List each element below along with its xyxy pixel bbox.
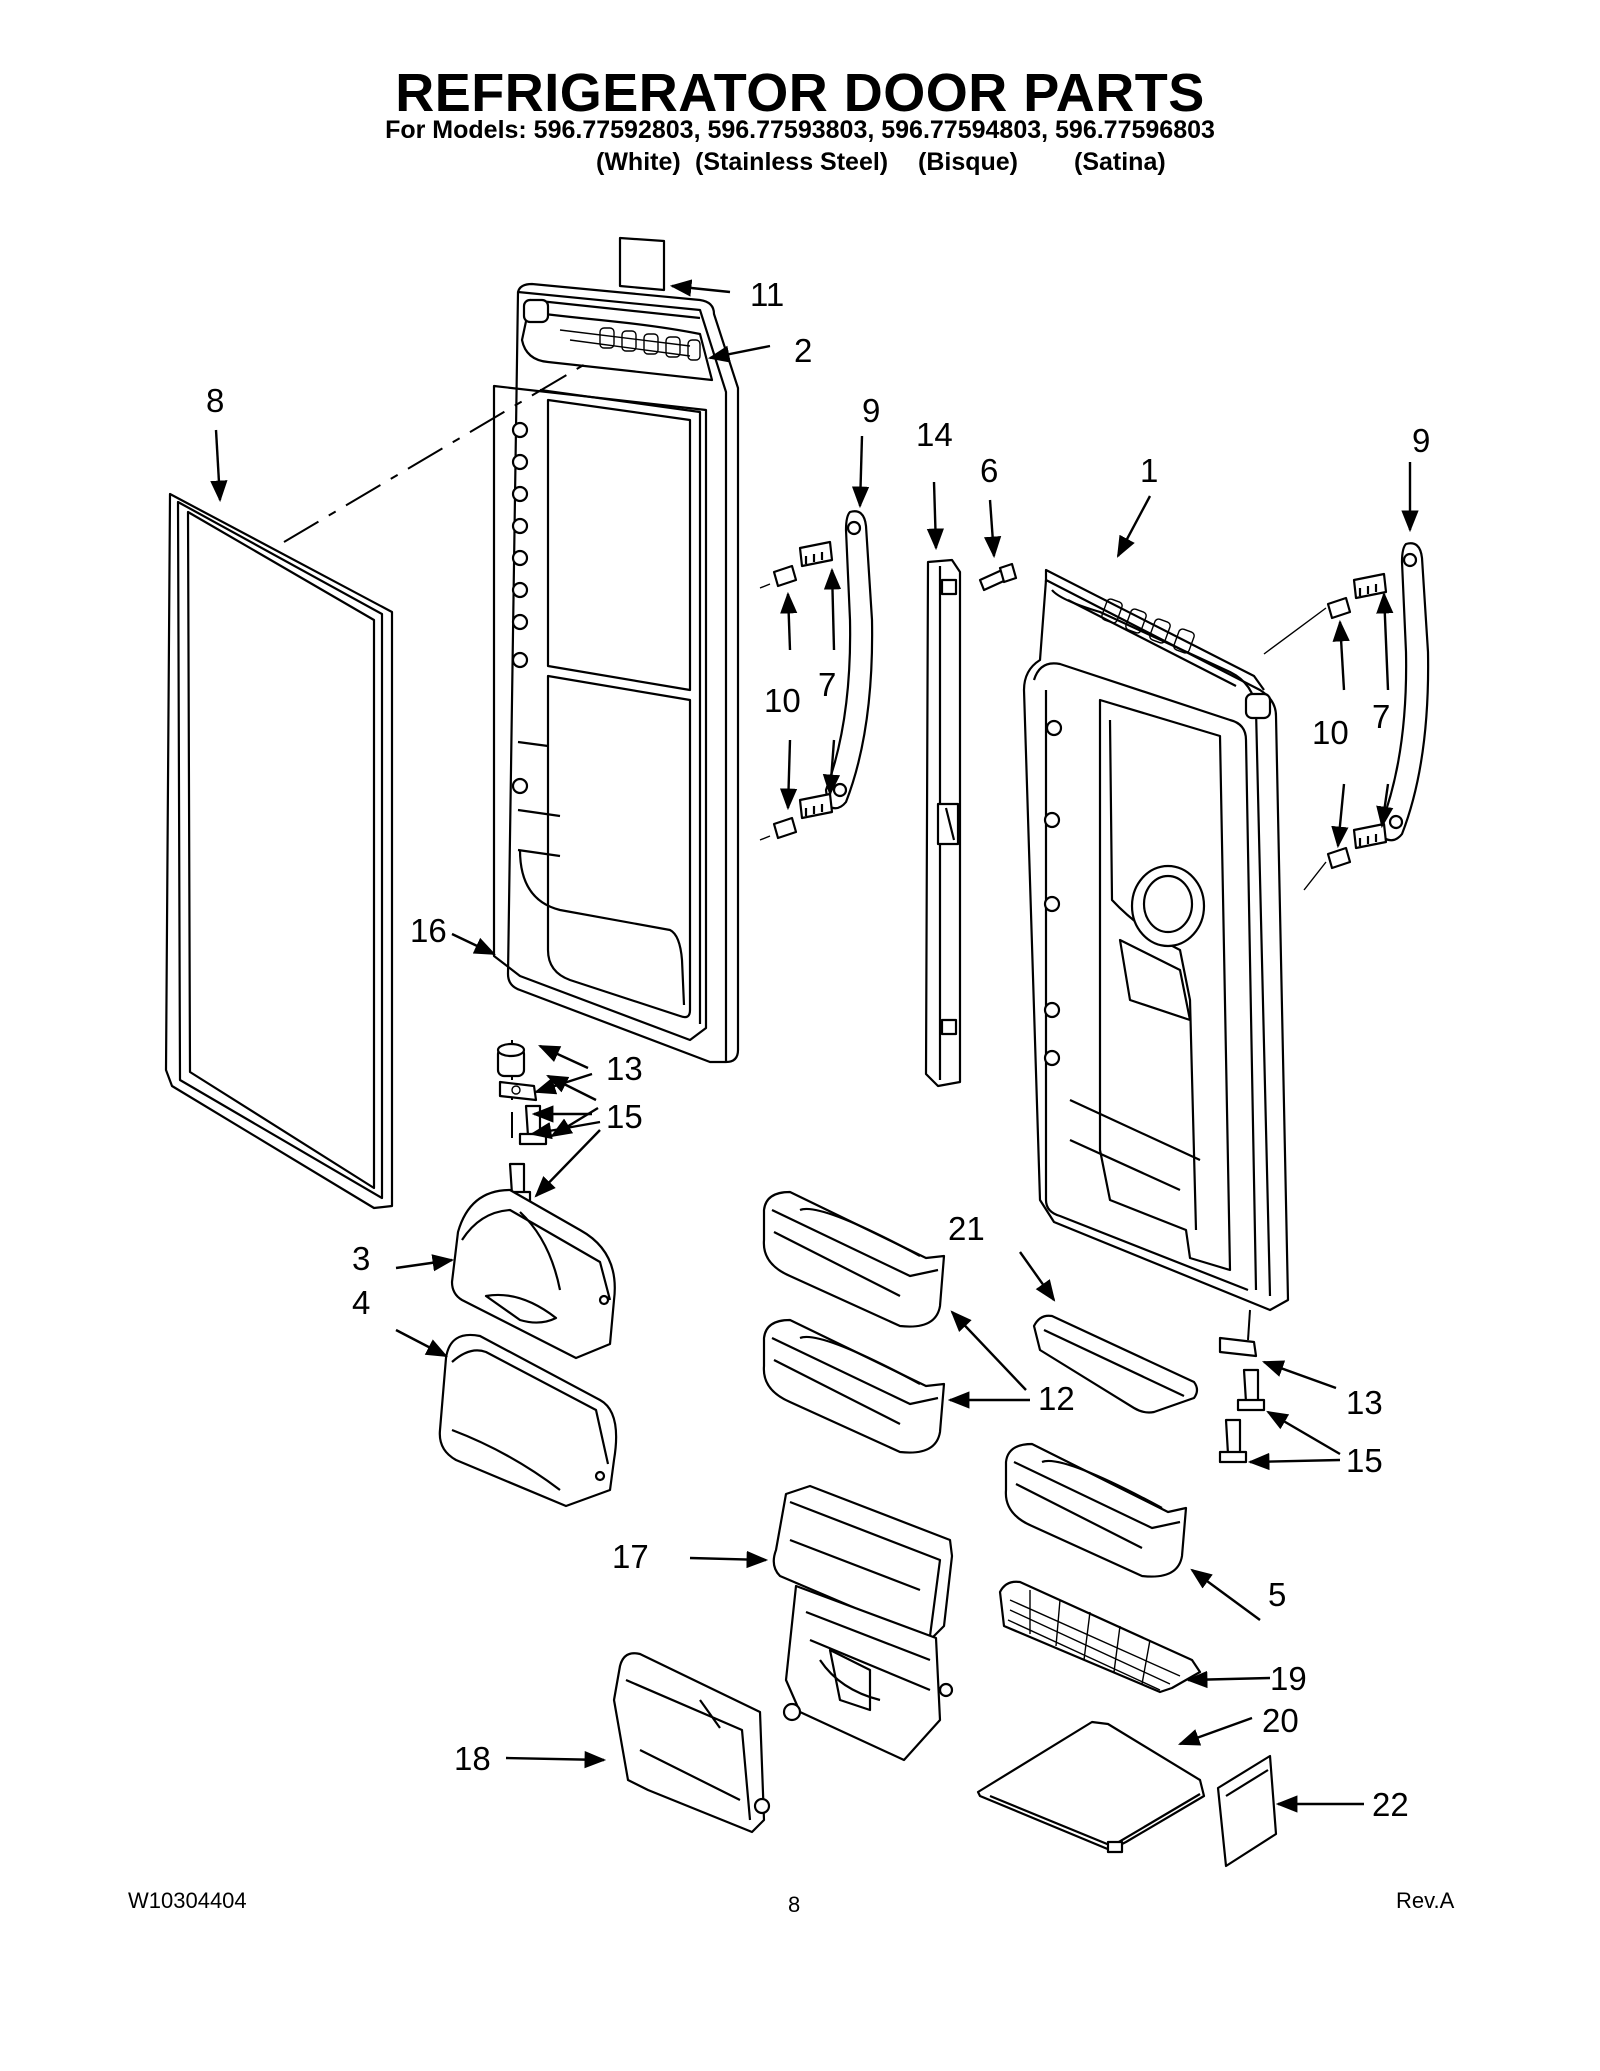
callout-7-right: 7 [1372, 698, 1390, 735]
callout-6: 6 [980, 452, 998, 489]
callout-14: 14 [916, 416, 953, 453]
callout-9-right: 9 [1412, 422, 1430, 459]
callout-15-right: 15 [1346, 1442, 1383, 1479]
page-title: REFRIGERATOR DOOR PARTS [395, 63, 1205, 123]
part-4-dairy-bin [438, 1333, 618, 1508]
part-13-hinge-shim-left [498, 1080, 538, 1102]
align-line-right-hinge [1247, 1309, 1251, 1341]
part-20-drip-tray [976, 1720, 1206, 1854]
part-9-right-handle [1380, 542, 1430, 842]
callout-2: 2 [794, 332, 812, 369]
part-22-end-cover [1216, 1754, 1278, 1868]
leader-arrows [210, 279, 1419, 1813]
callout-16: 16 [410, 912, 447, 949]
callout-20: 20 [1262, 1702, 1299, 1739]
part-13-hinge-shim-right [1218, 1336, 1258, 1358]
part-6-mullion-screw [978, 562, 1018, 592]
part-14-center-mullion [924, 558, 962, 1088]
part-21-shelf-cover [1032, 1314, 1199, 1414]
callout-3: 3 [352, 1240, 370, 1277]
callout-9-left: 9 [862, 392, 880, 429]
part-17-ice-storage-bin [772, 1484, 954, 1762]
part-2-left-door-assembly [492, 282, 740, 1064]
document-number: W10304404 [128, 1888, 247, 1913]
model-list: For Models: 596.77592803, 596.77593803, … [385, 116, 1215, 144]
callout-21: 21 [948, 1210, 985, 1247]
finish-white: (White) [596, 148, 681, 176]
callout-numbers: 11 2 8 9 14 6 1 9 10 7 10 7 16 13 15 21 … [206, 276, 1430, 1823]
screw-guide-lines-right [1263, 607, 1327, 891]
screw-guide-lines-left [759, 583, 771, 841]
part-10-mounting-screws-left [772, 564, 798, 840]
part-12-door-bins [762, 1190, 946, 1454]
callout-1: 1 [1140, 452, 1158, 489]
part-18-ice-bucket [612, 1652, 771, 1834]
finish-stainless-steel: (Stainless Steel) [695, 148, 889, 176]
part-8-door-gasket [164, 492, 394, 1210]
revision-label: Rev.A [1396, 1888, 1455, 1913]
finish-bisque: (Bisque) [918, 148, 1018, 176]
callout-10-right: 10 [1312, 714, 1349, 751]
callout-11: 11 [750, 276, 784, 313]
part-16-hinge-bushing [496, 1042, 526, 1078]
callout-8: 8 [206, 382, 224, 419]
callout-7-left: 7 [818, 666, 836, 703]
part-5-door-bin [1004, 1442, 1188, 1578]
part-7-handle-screws-left [798, 540, 834, 820]
part-10-mounting-screws-right [1326, 596, 1352, 870]
align-line-gasket [283, 359, 593, 543]
callout-4: 4 [352, 1284, 370, 1321]
part-1-right-door-assembly [1022, 568, 1290, 1312]
callout-12: 12 [1038, 1380, 1075, 1417]
callout-22: 22 [1372, 1786, 1409, 1823]
callout-13-left: 13 [606, 1050, 643, 1087]
callout-13-right: 13 [1346, 1384, 1383, 1421]
part-11-label-plate [618, 236, 666, 292]
part-19-drip-grate [998, 1580, 1202, 1694]
part-9-left-handle [824, 510, 874, 810]
callout-15-left: 15 [606, 1098, 643, 1135]
callout-5: 5 [1268, 1576, 1286, 1613]
part-7-handle-screws-right [1352, 572, 1388, 850]
callout-18: 18 [454, 1740, 491, 1777]
callout-10-left: 10 [764, 682, 801, 719]
callout-17: 17 [612, 1538, 649, 1575]
page-number: 8 [788, 1892, 801, 1917]
callout-19: 19 [1270, 1660, 1307, 1697]
finish-satina: (Satina) [1074, 148, 1166, 176]
part-15-hinge-screws-left [502, 1104, 548, 1204]
part-3-dairy-compartment-door [450, 1188, 616, 1360]
part-15-hinge-screws-right [1218, 1368, 1266, 1464]
